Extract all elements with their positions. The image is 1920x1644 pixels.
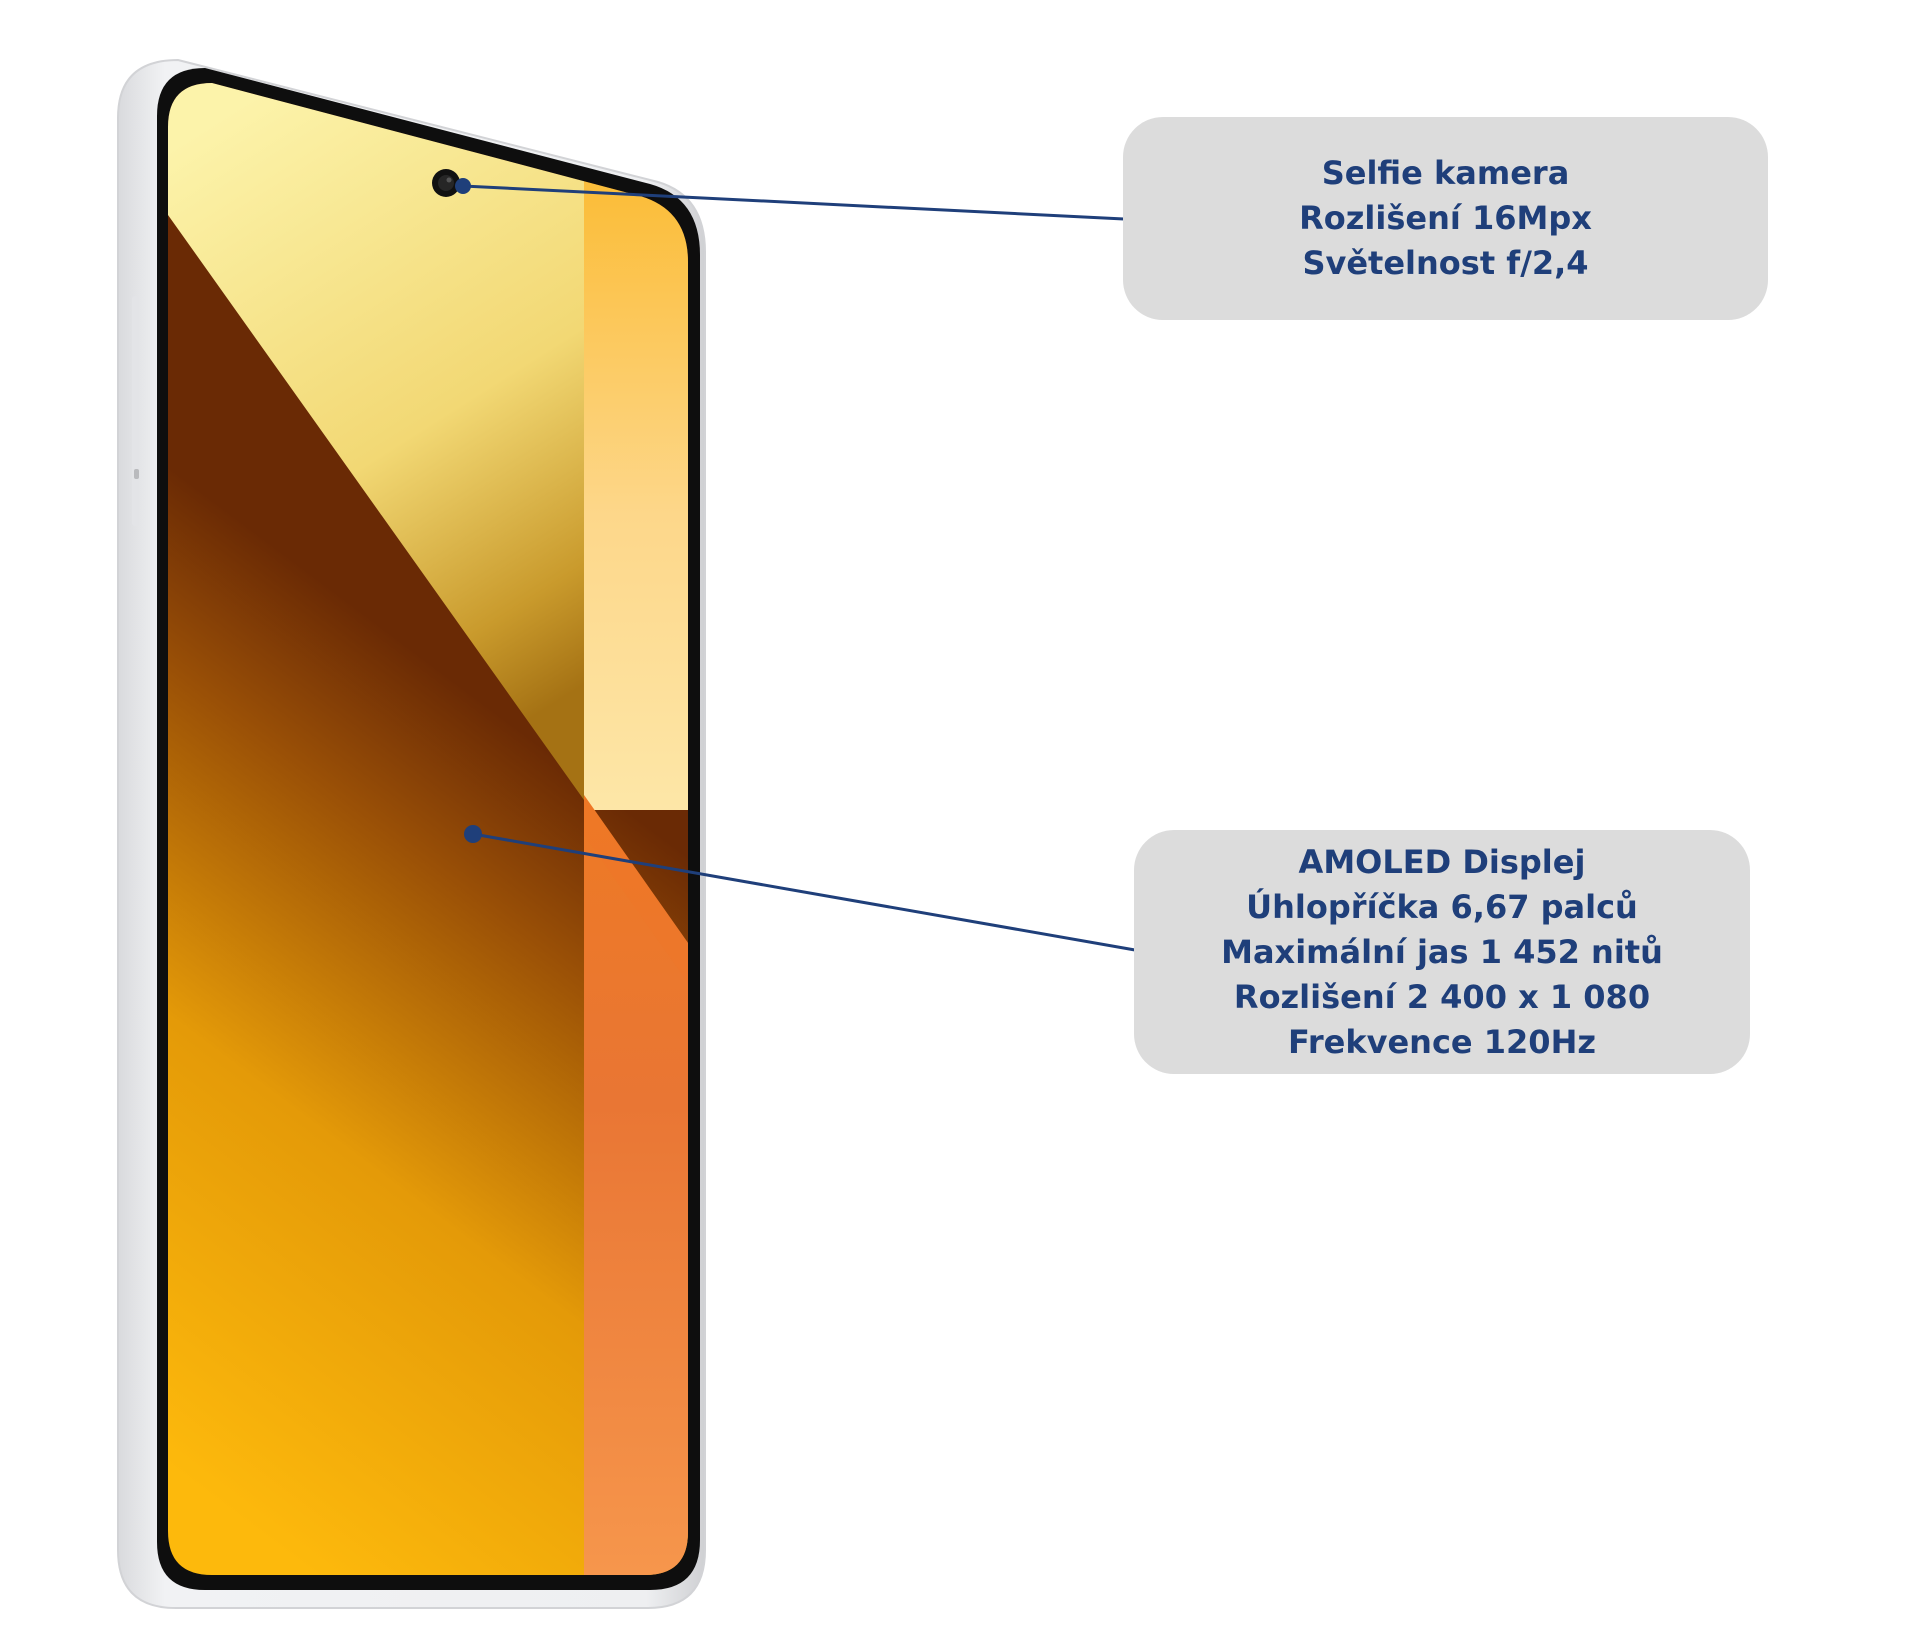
callout-amoled-display: AMOLED Displej Úhlopříčka 6,67 palců Max… [1134,830,1750,1074]
side-button [132,296,139,526]
callout-display-line: Úhlopříčka 6,67 palců [1246,887,1638,926]
callout-display-line: Rozlišení 2 400 x 1 080 [1233,977,1651,1016]
screen-right-panel-bottom [584,795,688,1575]
callout-camera-line: Rozlišení 16Mpx [1299,199,1592,237]
marker-dot-camera [455,178,471,194]
side-button-dot [134,469,139,479]
screen-light-panel [168,83,584,800]
callout-camera-line: Selfie kamera [1321,154,1570,192]
phone-screen [168,83,688,1575]
callout-selfie-camera: Selfie kamera Rozlišení 16Mpx Světelnost… [1123,117,1768,320]
callout-display-line: AMOLED Displej [1298,842,1586,881]
callout-camera-line: Světelnost f/2,4 [1302,244,1589,282]
leader-line-display [472,832,1136,952]
marker-dot-display [464,825,482,843]
callout-display-line: Frekvence 120Hz [1288,1022,1596,1061]
callout-display-line: Maximální jas 1 452 nitů [1221,932,1663,971]
selfie-camera-hole [432,169,460,197]
leader-line-camera [462,184,1125,221]
